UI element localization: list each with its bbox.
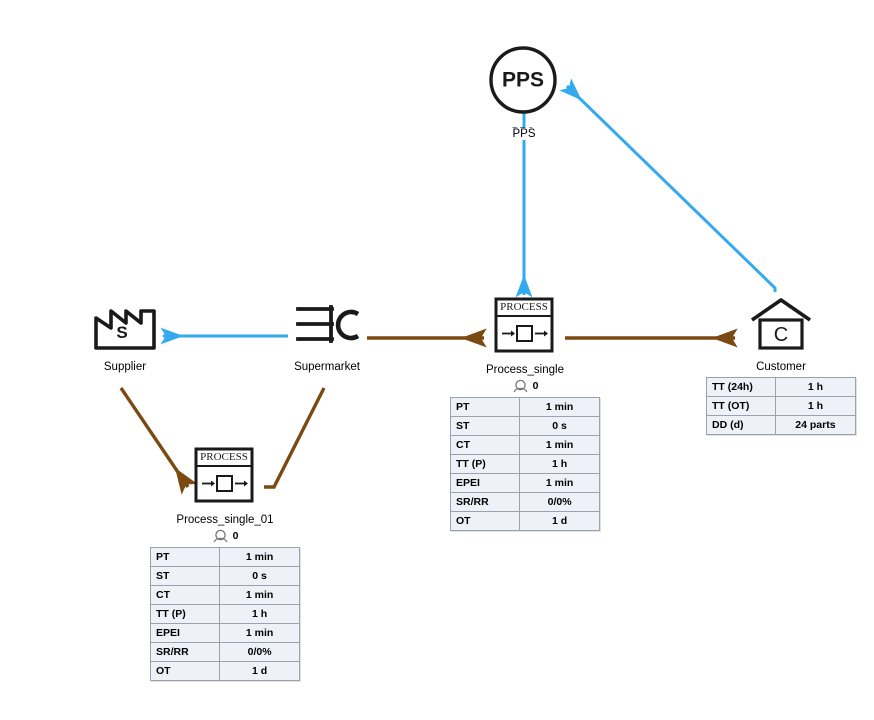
process-icon-wrap-b: PROCESS (150, 446, 300, 504)
supplier-icon-text: S (116, 323, 127, 342)
process-box-icon: PROCESS (194, 447, 254, 503)
process-box-title-b: PROCESS (200, 451, 248, 463)
table-cell-value: 1 min (519, 397, 600, 417)
table-cell-key: ST (149, 566, 221, 586)
house-customer-icon: C (750, 298, 812, 350)
table-row: TT (P)1 h (449, 454, 600, 474)
table-cell-key: EPEI (449, 473, 521, 493)
node-supermarket[interactable]: Supermarket (262, 298, 392, 374)
customer-icon-wrap: C (706, 296, 856, 352)
customer-icon-text: C (774, 324, 788, 346)
table-row: TT (24h)1 h (706, 377, 857, 397)
arrow-customer-to-pps (559, 78, 777, 292)
table-cell-value: 1 h (774, 377, 857, 397)
table-cell-key: TT (OT) (706, 396, 776, 416)
factory-icon: S (94, 309, 156, 350)
node-supplier[interactable]: S Supplier (60, 298, 190, 374)
table-cell-key: OT (149, 661, 221, 681)
process-box-icon: PROCESS (494, 297, 554, 353)
table-cell-value: 1 d (219, 661, 300, 681)
node-label-supplier: Supplier (103, 361, 147, 373)
operator-count-a: 0 (532, 380, 539, 392)
operator-icon (213, 529, 227, 543)
node-label-process-single-01: Process_single_01 (176, 514, 274, 526)
process-icon-wrap-a: PROCESS (450, 296, 600, 354)
table-cell-key: PT (449, 397, 521, 417)
table-cell-key: TT (P) (149, 604, 221, 624)
connection-label-pps: PPS (479, 128, 569, 140)
operator-count-b: 0 (232, 530, 239, 542)
node-pps[interactable]: PPS PPS (458, 44, 588, 140)
operator-row-a: 0 (450, 378, 600, 394)
table-row: TT (OT)1 h (706, 396, 857, 416)
operator-row-b: 0 (150, 528, 300, 544)
table-cell-key: ST (449, 416, 521, 436)
supplier-icon-wrap: S (60, 298, 190, 352)
table-row: DD (d)24 parts (706, 415, 857, 435)
node-label-supermarket: Supermarket (294, 361, 360, 373)
table-cell-key: CT (149, 585, 221, 605)
table-cell-key: TT (P) (449, 454, 521, 474)
node-label-customer: Customer (756, 361, 806, 373)
supermarket-icon (296, 305, 360, 343)
table-cell-key: CT (449, 435, 521, 455)
table-cell-value: 1 min (519, 435, 600, 455)
table-cell-value: 0 s (519, 416, 600, 436)
table-cell-key: DD (d) (706, 415, 776, 435)
table-cell-key: OT (449, 511, 521, 531)
table-cell-value: 1 min (519, 473, 600, 493)
table-cell-value: 1 min (219, 623, 300, 643)
table-cell-value: 1 min (219, 585, 300, 605)
table-cell-value: 24 parts (774, 415, 857, 435)
node-label-process-single: Process_single (486, 364, 564, 376)
table-cell-value: 0/0% (219, 642, 300, 662)
table-row: TT (P)1 h (149, 604, 300, 624)
pps-icon-wrap: PPS (458, 44, 588, 116)
table-cell-key: SR/RR (149, 642, 221, 662)
table-cell-value: 0 s (219, 566, 300, 586)
table-cell-value: 1 h (519, 454, 600, 474)
table-cell-key: TT (24h) (706, 377, 776, 397)
pps-icon-text: PPS (502, 69, 544, 92)
operator-icon (513, 379, 527, 393)
table-cell-key: EPEI (149, 623, 221, 643)
table-cell-value: 1 d (519, 511, 600, 531)
table-cell-value: 1 min (219, 547, 300, 567)
circle-pps-icon: PPS (489, 46, 557, 114)
process-box-title-a: PROCESS (500, 301, 548, 313)
table-cell-value: 0/0% (519, 492, 600, 512)
supermarket-icon-wrap (262, 298, 392, 352)
table-cell-key: SR/RR (449, 492, 521, 512)
table-cell-value: 1 h (774, 396, 857, 416)
table-cell-key: PT (149, 547, 221, 567)
table-cell-value: 1 h (219, 604, 300, 624)
